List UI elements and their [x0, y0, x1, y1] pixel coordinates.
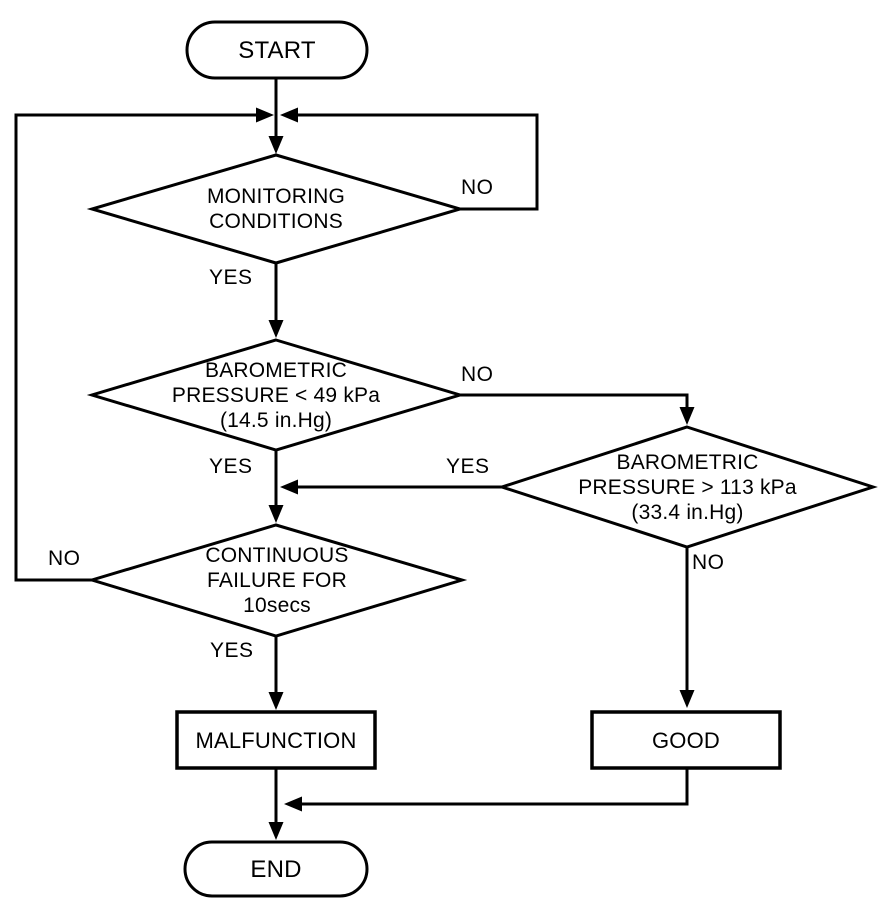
arrowhead-down-baro-high: [679, 407, 695, 425]
arrowhead-right-junction: [256, 107, 274, 123]
good-box: [590, 710, 782, 770]
baro-high-yes-label: YES: [446, 455, 490, 478]
connector-baro-low-no: [460, 393, 695, 425]
malfunction-box: [175, 710, 377, 770]
continuous-yes-label: YES: [210, 639, 254, 662]
continuous-failure-diamond: [86, 523, 468, 638]
monitoring-no-label: NO: [461, 176, 494, 199]
connector-continuous-yes: [268, 636, 284, 710]
start-label: START: [238, 36, 316, 64]
arrowhead-down-continuous: [268, 505, 284, 523]
connector-baro-low-yes: [268, 450, 284, 523]
connector-start-to-monitoring: [268, 78, 284, 154]
baro-high-label: BAROMETRIC PRESSURE > 113 kPa (33.4 in.H…: [578, 450, 797, 524]
baro-high-no-label: NO: [692, 551, 725, 574]
arrowhead-down-malfunction: [268, 692, 284, 710]
start-node-shape: [185, 20, 369, 80]
end-label: END: [250, 855, 302, 883]
continuous-failure-label: CONTINUOUS FAILURE FOR 10secs: [205, 544, 349, 617]
arrowhead-down-monitoring: [268, 136, 284, 154]
connector-monitoring-no-loop: [280, 107, 539, 211]
baro-low-no-label: NO: [461, 363, 494, 386]
connector-baro-high-yes: [280, 479, 502, 495]
arrowhead-left-center-column: [280, 479, 298, 495]
connector-baro-high-no: [679, 547, 695, 708]
arrowhead-left-end-merge: [284, 796, 302, 812]
baro-low-label: BAROMETRIC PRESSURE < 49 kPa (14.5 in.Hg…: [171, 358, 381, 432]
baro-low-yes-label: YES: [209, 455, 253, 478]
arrowhead-down-good: [679, 690, 695, 708]
arrowhead-down-baro-low: [268, 320, 284, 338]
good-label: GOOD: [651, 727, 721, 753]
monitoring-diamond: [86, 153, 466, 265]
arrowhead-down-end: [268, 822, 284, 840]
monitoring-yes-label: YES: [209, 266, 253, 289]
connector-monitoring-yes: [268, 263, 284, 338]
monitoring-label: MONITORING CONDITIONS: [206, 185, 346, 233]
arrowhead-left-junction: [280, 107, 298, 123]
baro-low-diamond: [86, 338, 466, 452]
continuous-no-label: NO: [48, 547, 81, 570]
malfunction-label: MALFUNCTION: [195, 727, 357, 753]
connector-good-to-end: [284, 768, 689, 812]
connector-malfunction-to-end: [268, 768, 284, 840]
end-node-shape: [183, 840, 369, 898]
connector-continuous-no-loop: [14, 107, 274, 582]
baro-high-diamond: [497, 425, 878, 549]
